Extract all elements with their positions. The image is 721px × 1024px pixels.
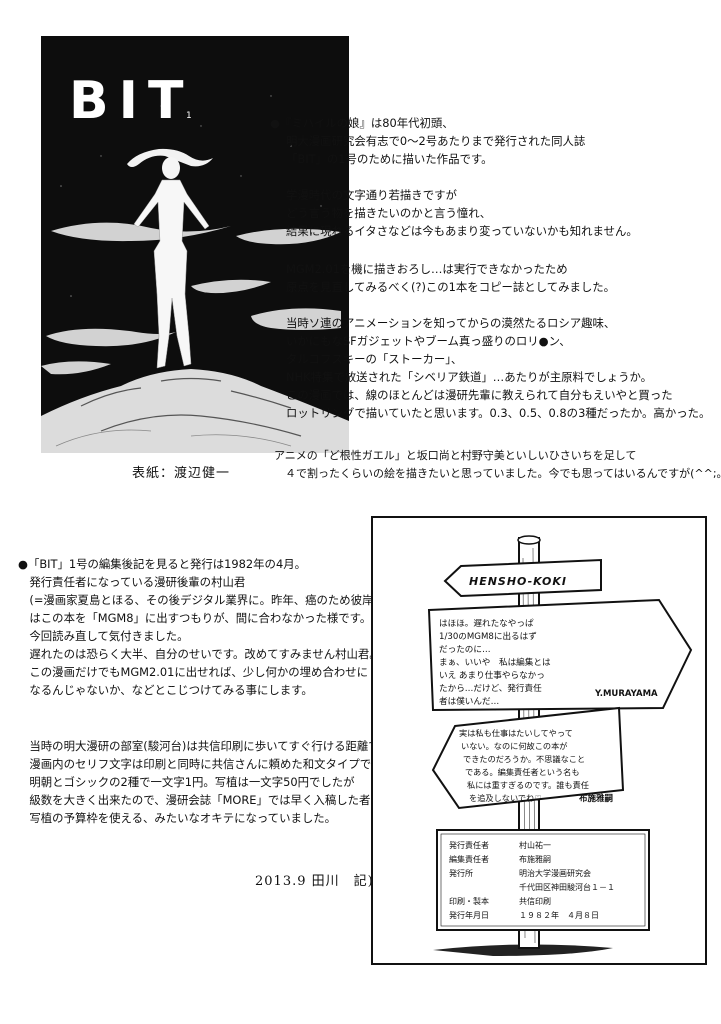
text-line: MGM2.01を機に描きおろし…は実行できなかったため <box>286 262 568 276</box>
text-line: 級数を大きく出来たので、漫研会誌「MORE」では早く入稿した者が <box>18 793 382 807</box>
text-line: 明大漫画研究会有志で0〜2号あたりまで発行された同人誌 <box>286 134 586 148</box>
sign-text-line: である。編集責任者という名も <box>465 767 580 777</box>
text-line: 学漫時代の文字通り若描きですが <box>286 188 457 202</box>
sign-text-line: まぁ、いいや 私は編集とは <box>439 656 551 668</box>
text-line: いかにもなSFガジェットやブーム真っ盛りのロリ●ン、 <box>286 334 571 348</box>
text-line: ４で割ったくらいの絵を描きたいと思っていました。今でも思ってはいるんですが(^^… <box>274 467 721 480</box>
bit-logo: BIT <box>69 71 193 131</box>
credit-value: 明治大学漫画研究会 <box>519 868 591 878</box>
sign-author: Y.MURAYAMA <box>594 689 658 699</box>
signature-date: 2013.9 田川 記) <box>255 874 374 889</box>
text-line: 発行責任者になっている漫研後輩の村山君 <box>18 575 246 589</box>
afterword-page-image: HENSHO-KOKI はほほ。遅れたなやっぱ 1/30のMGM8に出るはず だ… <box>371 516 707 965</box>
sign-text-line: はほほ。遅れたなやっぱ <box>439 618 534 629</box>
credit-value: 共信印刷 <box>519 896 551 906</box>
text-line: (=漫画家夏島とほる、その後デジタル業界に。昨年、癌のため彼岸の人に…) <box>18 593 424 607</box>
text-line: NHK特集で放送された「シベリア鉄道」…あたりが主原料でしょうか。 <box>286 370 653 384</box>
credit-label: 発行年月日 <box>449 910 489 920</box>
sign-author: 布施雅嗣 <box>578 793 613 804</box>
colophon-board: 発行責任者 村山祐一 編集責任者 布施雅嗣 発行所 明治大学漫画研究会 千代田区… <box>436 829 650 931</box>
sign-fuse-message: 実は私も仕事はたいしてやって いない。なのに何故この本が できたのだろうか。不思… <box>431 706 625 810</box>
sign-text-line: たから…だけど、発行責任 <box>439 682 542 694</box>
text-line: アニメの「ど根性ガエル」と坂口尚と村野守美といしいひさいちを足して <box>274 449 637 462</box>
text-line: 原点を見直してみるべく(?)この1本をコピー誌としてみました。 <box>286 280 616 294</box>
sign-hensho-koki: HENSHO-KOKI <box>443 558 602 598</box>
sign-text-line: できたのだろうか。不思議なこと <box>463 754 585 764</box>
sign-text-line: 実は私も仕事はたいしてやって <box>459 728 573 738</box>
sign-text-line: いない。なのに何故この本が <box>461 741 567 751</box>
credit-label: 発行所 <box>449 868 473 878</box>
sign-text-line: 1/30のMGM8に出るはず <box>439 630 537 642</box>
credit-value: １９８２年 ４月８日 <box>519 910 599 920</box>
cover-credit-caption: 表紙：渡辺健一 <box>132 466 231 481</box>
girl-figure <box>127 148 213 369</box>
signpost-illustration: HENSHO-KOKI はほほ。遅れたなやっぱ 1/30のMGM8に出るはず だ… <box>427 535 693 956</box>
text-line: 漫画内のセリフ文字は印刷と同時に共信さんに頼めた和文タイプです。 <box>18 757 393 771</box>
text-line: なるんじゃないか、などとこじつけてみる事にします。 <box>18 683 313 697</box>
text-line: 「BIT」の1号のために描いた作品です。 <box>286 152 493 166</box>
text-line: タルコフスキーの「ストーカー」、 <box>286 352 463 366</box>
sign-text-line: を追及しないでね♡ <box>469 793 542 803</box>
bit-issue-number: 1 <box>186 111 192 121</box>
text-line: 結果に現れるイタさなどは今もあまり変っていないかも知れません。 <box>286 224 638 238</box>
signpost-label: HENSHO-KOKI <box>469 575 567 588</box>
credit-value: 千代田区神田駿河台１－１ <box>519 882 615 892</box>
sign-text-line: いえ あまり仕事やらなかっ <box>439 669 545 681</box>
credit-value: 布施雅嗣 <box>519 854 551 864</box>
sign-text-line: 私には重すぎるのです。誰も責任 <box>467 780 589 790</box>
credit-label: 発行責任者 <box>449 840 489 850</box>
text-line: 遅れたのは恐らく大半、自分のせいです。改めてすみません村山君。 <box>18 647 381 661</box>
text-line: 当時ソ連のアニメーションを知ってからの漠然たるロシア趣味、 <box>286 316 616 330</box>
sign-text-line: だったのに… <box>439 644 491 655</box>
credit-label: 印刷・製本 <box>449 896 489 906</box>
cover-illustration: BIT 1 <box>41 36 349 453</box>
text-line: ロットリングで描いていたと思います。0.3、0.5、0.8の3種だったか。高かっ… <box>286 406 711 420</box>
text-line: どう言う物を描きたいのかと言う憧れ、 <box>286 206 492 220</box>
text-line: 今回読み直して気付きました。 <box>18 629 189 643</box>
text-line: この漫画だけでもMGM2.01に出せれば、少し何かの埋め合わせに <box>18 665 369 679</box>
text-line: 明朝とゴシックの2種で一文字1円。写植は一文字50円でしたが <box>18 775 355 789</box>
text-line: 当時の明大漫研の部室(駿河台)は共信印刷に歩いてすぐ行ける距離で <box>18 739 380 753</box>
text-line: ●『ミハイルの娘』は80年代初頭、 <box>270 116 454 130</box>
text-line: ●「BIT」1号の編集後記を見ると発行は1982年の4月。 <box>18 557 306 571</box>
credit-value: 村山祐一 <box>519 840 551 850</box>
credit-label: 編集責任者 <box>449 854 489 864</box>
sign-murayama-message: はほほ。遅れたなやっぱ 1/30のMGM8に出るはず だったのに… まぁ、いいや… <box>427 598 693 712</box>
intro-text-block: ●『ミハイルの娘』は80年代初頭、 明大漫画研究会有志で0〜2号あたりまで発行さ… <box>262 115 721 495</box>
text-line: この漫画では、線のほとんどは漫研先輩に教えられて自分もえいやと買った <box>286 388 673 402</box>
cover-artwork: BIT 1 <box>41 36 349 453</box>
text-line: はこの本を「MGM8」に出すつもりが、間に合わなかった様です。 <box>18 611 372 625</box>
sign-text-line: 者は僕いんだ… <box>439 695 499 707</box>
text-line: 写植の予算枠を使える、みたいなオキテになっていました。 <box>18 811 337 825</box>
notes-text-block: ●「BIT」1号の編集後記を見ると発行は1982年の4月。 発行責任者になってい… <box>18 556 458 896</box>
